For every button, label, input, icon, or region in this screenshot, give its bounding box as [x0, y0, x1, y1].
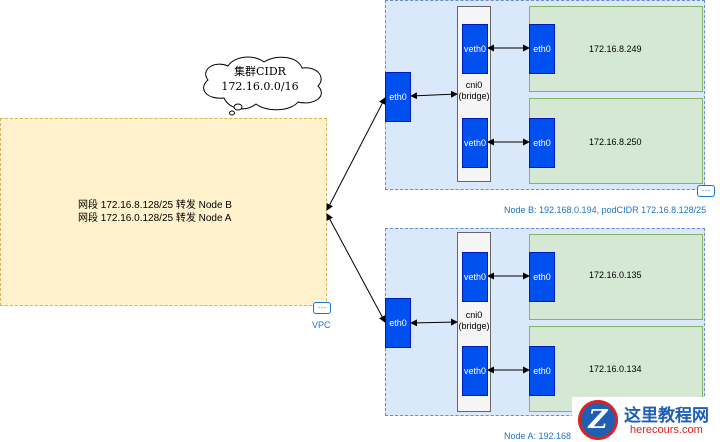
vpc-network-icon: ···: [313, 302, 331, 314]
link-vpc-node-a: [326, 213, 386, 323]
node-b-network-icon: ···: [697, 185, 715, 197]
cloud-cidr: 172.16.0.0/16: [221, 80, 299, 93]
pod-eth0: eth0: [529, 118, 555, 168]
bridge-name: cni0: [465, 310, 483, 320]
cidr-cloud-text: 集群CIDR 172.16.0.0/16: [204, 64, 316, 94]
vpc-region: [0, 118, 327, 306]
watermark-logo: Z: [578, 400, 618, 440]
bridge-type: (bridge): [458, 91, 490, 101]
node-a-bridge-label: cni0 (bridge): [457, 310, 491, 332]
bridge-name: cni0: [465, 80, 483, 90]
route-node-b: 网段 172.16.8.128/25 转发 Node B: [78, 200, 232, 211]
vpc-routes: 网段 172.16.8.128/25 转发 Node B 网段 172.16.0…: [78, 199, 232, 225]
pod-box: [529, 6, 703, 92]
pod-box: [529, 234, 703, 320]
vpc-label: VPC: [312, 320, 331, 330]
link-eth-bridge-a: [410, 318, 458, 327]
watermark: Z 这里教程网 herecours.com: [572, 397, 720, 442]
link-eth-bridge-b: [410, 90, 458, 100]
node-a-label: Node A: 192.168: [504, 431, 572, 441]
bridge-type: (bridge): [458, 321, 490, 331]
watermark-title: 这里教程网: [624, 406, 709, 426]
node-b-label: Node B: 192.168.0.194, podCIDR 172.16.8.…: [504, 205, 707, 215]
pod-ip: 172.16.8.249: [589, 44, 642, 54]
cloud-title: 集群CIDR: [234, 65, 286, 78]
node-b-bridge-label: cni0 (bridge): [457, 80, 491, 102]
watermark-url: herecours.com: [630, 424, 703, 436]
cidr-cloud-shape: [203, 56, 322, 116]
veth-interface: veth0: [462, 252, 488, 302]
pod-ip: 172.16.0.134: [589, 364, 642, 374]
pod-box: [529, 98, 703, 184]
pod-eth0: eth0: [529, 346, 555, 396]
route-node-a: 网段 172.16.0.128/25 转发 Node A: [78, 213, 232, 224]
link-vpc-node-b: [326, 97, 386, 211]
pod-ip: 172.16.0.135: [589, 270, 642, 280]
pod-ip: 172.16.8.250: [589, 137, 642, 147]
node-a-eth0: eth0: [385, 298, 411, 348]
